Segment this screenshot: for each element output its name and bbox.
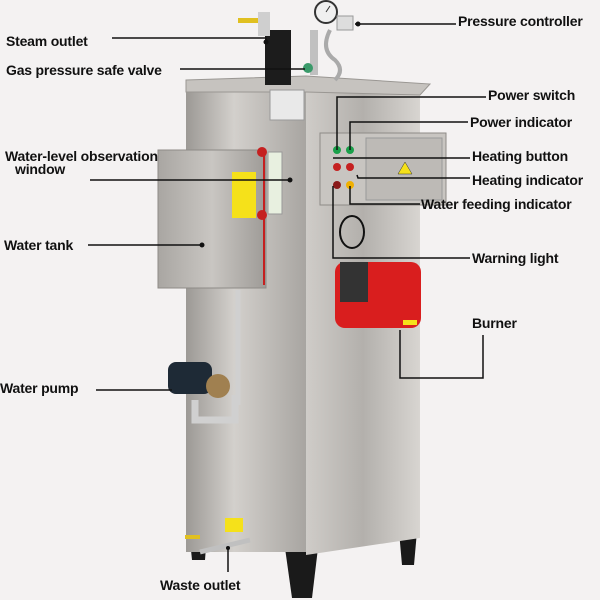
label-water-pump: Water pump	[0, 380, 79, 396]
water-pump	[168, 362, 212, 394]
safe-valve	[303, 63, 313, 73]
steam-outlet-pipe	[265, 30, 291, 85]
water-feeding-indicator-light	[346, 181, 354, 189]
label-water-level-window-1: Water-level observation	[5, 148, 158, 164]
label-water-feeding-indicator: Water feeding indicator	[421, 196, 572, 212]
heating-indicator-light	[346, 163, 354, 171]
heating-button	[333, 163, 341, 171]
label-steam-outlet: Steam outlet	[6, 33, 88, 49]
hazard-sign	[397, 161, 413, 175]
label-heating-indicator: Heating indicator	[472, 172, 583, 188]
tank-sticker	[232, 172, 256, 218]
warning-sticker	[225, 518, 243, 532]
label-power-switch: Power switch	[488, 87, 576, 103]
leg	[285, 548, 318, 598]
pressure-controller	[336, 15, 354, 31]
leader-lines	[88, 23, 486, 572]
water-tank	[157, 149, 267, 289]
leader-dots	[199, 21, 361, 550]
label-warning-light: Warning light	[472, 250, 559, 266]
label-burner: Burner	[472, 315, 517, 331]
nameplate	[269, 89, 305, 121]
label-waste-outlet: Waste outlet	[160, 577, 241, 593]
label-power-indicator: Power indicator	[470, 114, 573, 130]
boiler-top	[185, 75, 432, 96]
label-heating-button: Heating button	[472, 148, 568, 164]
warning-light	[333, 181, 341, 189]
label-pressure-controller: Pressure controller	[458, 13, 583, 29]
water-level-tube	[267, 151, 283, 215]
label-water-tank: Water tank	[4, 237, 74, 253]
label-water-level-window-2: window	[15, 161, 66, 177]
label-gas-pressure-safe-valve: Gas pressure safe valve	[6, 62, 162, 78]
